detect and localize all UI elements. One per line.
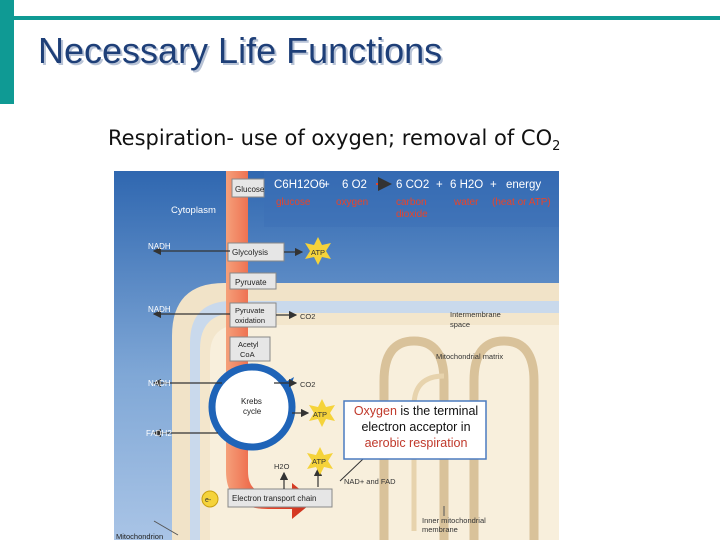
krebs-cycle-ring xyxy=(208,363,296,451)
acetyl-coa-box xyxy=(229,336,271,362)
atp-star-1 xyxy=(305,237,331,265)
callout-box xyxy=(343,400,487,460)
eq-carbon-label-1: carbon xyxy=(396,197,427,208)
glucose-box xyxy=(231,178,265,198)
label-acetyl-2: CoA xyxy=(240,350,255,359)
label-atp-3: ATP xyxy=(312,457,326,466)
label-atp-2: ATP xyxy=(313,410,327,419)
subtitle: Respiration- use of oxygen; removal of C… xyxy=(108,126,560,154)
label-acetyl-1: Acetyl xyxy=(238,340,259,349)
label-intermembrane-2: space xyxy=(450,320,470,329)
eq-plus-3: + xyxy=(490,179,497,191)
label-nad-fad: NAD+ and FAD xyxy=(344,477,396,486)
callout-middle: is the terminal electron acceptor in xyxy=(361,404,479,434)
eq-plus-2: + xyxy=(436,179,443,191)
label-krebs-1: Krebs xyxy=(241,397,262,406)
label-atp-1: ATP xyxy=(311,248,325,257)
label-krebs-2: cycle xyxy=(243,407,262,416)
label-pyruvate: Pyruvate xyxy=(235,278,267,287)
crista-fold-1 xyxy=(379,336,449,540)
label-inner-membrane-1: Inner mitochondrial xyxy=(422,516,486,525)
respiration-diagram-svg: C6H12O6 + 6 O2 6 CO2 + 6 H2O + energy gl… xyxy=(114,171,559,541)
label-intermembrane-1: Intermembrane xyxy=(450,310,501,319)
label-electron: e- xyxy=(205,497,212,504)
eq-glucose-label: glucose xyxy=(276,197,311,208)
callout-oxygen: Oxygen xyxy=(353,404,397,418)
label-cytoplasm: Cytoplasm xyxy=(171,205,216,216)
label-glucose: Glucose xyxy=(235,185,265,194)
electron-dot xyxy=(201,490,219,508)
equation-band xyxy=(264,171,559,227)
crista-fold-2 xyxy=(469,336,539,540)
eq-energy: energy xyxy=(506,179,541,191)
respiration-diagram: C6H12O6 + 6 O2 6 CO2 + 6 H2O + energy gl… xyxy=(114,171,559,541)
mitochondrion-pointer xyxy=(153,520,179,536)
eq-plus-1: + xyxy=(323,179,330,191)
accent-bar xyxy=(0,0,14,104)
page-title: Necessary Life Functions xyxy=(38,30,443,71)
eq-water-label: water xyxy=(453,197,479,208)
eq-oxygen-formula: 6 O2 xyxy=(342,179,367,191)
label-nadh-2: NADH xyxy=(148,305,171,314)
label-co2-1: CO2 xyxy=(300,312,315,321)
eq-glucose-formula: C6H12O6 xyxy=(274,179,325,191)
eq-oxygen-label: oxygen xyxy=(336,197,368,208)
label-mitochondrion: Mitochondrion xyxy=(116,532,163,540)
label-co2-2: CO2 xyxy=(300,380,315,389)
label-fadh2: FADH2 xyxy=(146,429,172,438)
eq-water-formula: 6 H2O xyxy=(450,179,483,191)
eq-carbon-formula: 6 CO2 xyxy=(396,179,429,191)
top-rule xyxy=(14,16,720,20)
etc-box xyxy=(227,488,333,508)
label-glycolysis: Glycolysis xyxy=(232,248,268,257)
eq-carbon-label-2: dioxide xyxy=(396,209,428,220)
subtitle-subscript: 2 xyxy=(552,139,561,155)
atp-star-3 xyxy=(307,447,333,475)
label-pyruvate-ox-1: Pyruvate xyxy=(235,306,265,315)
label-pyruvate-ox-2: oxidation xyxy=(235,316,265,325)
label-matrix: Mitochondrial matrix xyxy=(436,352,503,361)
eq-energy-label: (heat or ATP) xyxy=(492,197,551,208)
label-nadh-1: NADH xyxy=(148,242,171,251)
callout-aerobic: aerobic respiration xyxy=(364,436,468,450)
subtitle-text: Respiration- use of oxygen; removal of C… xyxy=(108,126,553,150)
callout-text: Oxygen is the terminal electron acceptor… xyxy=(345,403,487,457)
label-etc: Electron transport chain xyxy=(232,494,317,503)
label-nadh-3: NADH xyxy=(148,379,171,388)
atp-star-2 xyxy=(309,399,335,427)
pyruvate-box xyxy=(229,272,277,290)
label-inner-membrane-2: membrane xyxy=(422,525,458,534)
label-h2o: H2O xyxy=(274,462,290,471)
